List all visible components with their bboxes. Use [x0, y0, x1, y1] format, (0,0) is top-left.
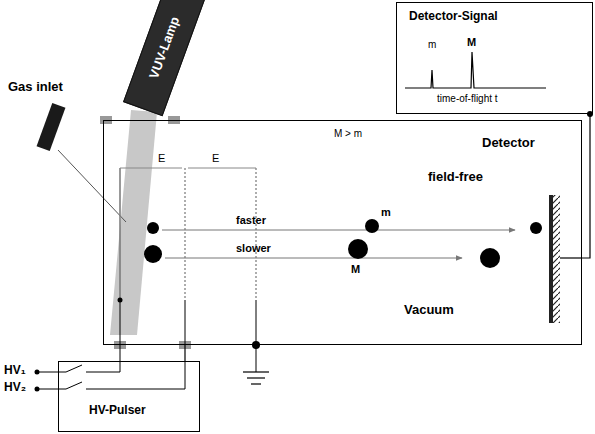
- wire: [185, 300, 186, 345]
- heavy-ion: [144, 245, 162, 263]
- ion-label: m: [381, 206, 391, 219]
- mass-relation: M > m: [334, 128, 362, 140]
- field-bracket: [120, 168, 182, 169]
- gas-stream: [58, 150, 126, 222]
- inlet-label: Gas inlet: [8, 80, 63, 95]
- node-text: time-of-flight t: [437, 93, 498, 105]
- vuv-beam: [110, 110, 157, 335]
- hv-pulser: HV-Pulser: [58, 361, 200, 432]
- wire: [37, 389, 66, 390]
- node-text: m: [428, 39, 436, 51]
- ground-grid: [255, 168, 256, 300]
- vacuum-chamber: Vacuum: [103, 120, 582, 345]
- wire: [86, 372, 120, 373]
- gas-inlet-tube: [37, 103, 66, 151]
- ion-label: M: [351, 263, 360, 276]
- node-text: Vacuum: [404, 303, 454, 318]
- voltage-label: HV₂: [4, 381, 26, 395]
- field-label: E: [158, 152, 165, 165]
- detector-hatching: [553, 195, 560, 323]
- switch-blade: [66, 365, 82, 372]
- wire: [37, 372, 66, 373]
- wire: [86, 389, 185, 390]
- wire-connector: [184, 345, 185, 361]
- light-ion: [530, 222, 542, 234]
- detector-label: Detector: [482, 136, 535, 151]
- path-label: faster: [236, 214, 266, 227]
- signal-box: Detector-Signal m Mtime-of-flight t: [396, 2, 593, 114]
- voltage-label: HV₁: [4, 364, 26, 378]
- ground-symbol: [247, 377, 265, 378]
- vuv-lamp: VUV-Lamp: [123, 0, 207, 116]
- path-label: slower: [236, 242, 271, 255]
- wire: [185, 361, 186, 389]
- signal-trace: [405, 52, 546, 88]
- field-bracket: [188, 168, 256, 169]
- detector-plate: [549, 195, 553, 323]
- ground-symbol: [251, 383, 261, 384]
- node-text: HV-Pulser: [89, 404, 146, 418]
- heavy-ion: [480, 248, 500, 268]
- wire-dot: [118, 298, 123, 303]
- node-text: Detector-Signal: [409, 10, 498, 24]
- node-text: VUV-Lamp: [147, 15, 183, 81]
- slow-ion-path: [165, 258, 462, 259]
- heavy-ion: [348, 239, 368, 259]
- switch-blade: [66, 382, 82, 389]
- extraction-grid: [184, 168, 185, 300]
- node-text: M: [467, 36, 476, 49]
- repeller-electrode: [119, 168, 121, 300]
- wire-dot: [252, 341, 260, 349]
- wire-connector: [582, 114, 590, 258]
- wire: [256, 300, 257, 372]
- light-ion: [365, 219, 379, 233]
- field-label: E: [212, 152, 219, 165]
- ground-symbol: [243, 371, 269, 372]
- light-ion: [147, 222, 159, 234]
- fast-ion-path: [162, 230, 515, 231]
- region-label: field-free: [428, 170, 483, 185]
- detector-wire: [560, 257, 582, 258]
